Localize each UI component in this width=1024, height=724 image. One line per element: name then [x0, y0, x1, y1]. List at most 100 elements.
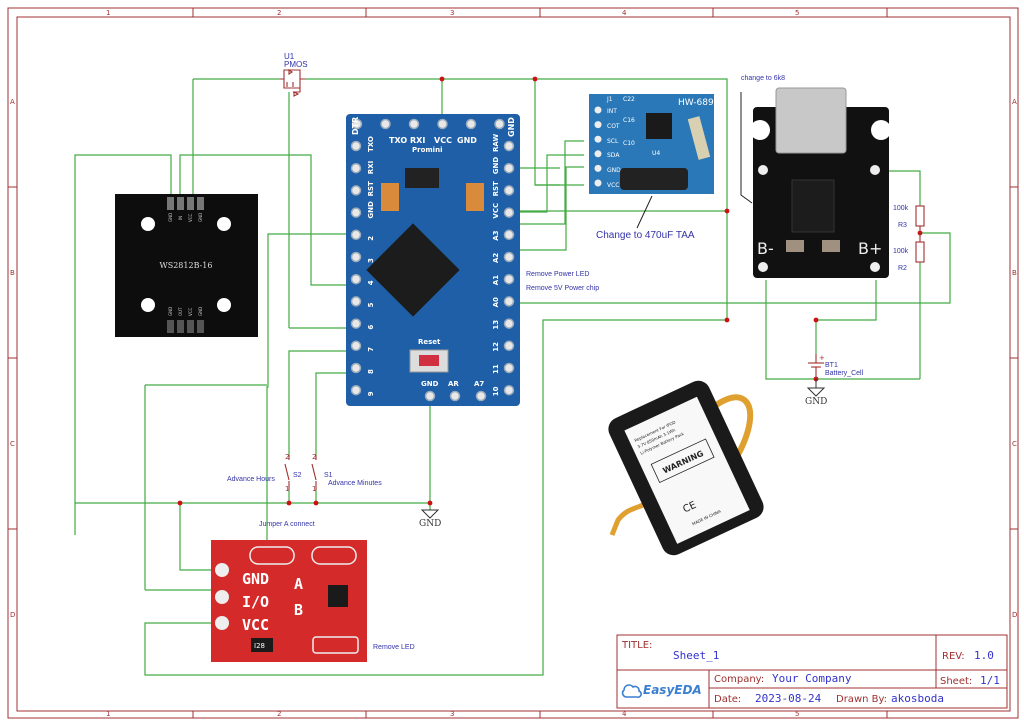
rtc-board-label: HW-689: [678, 98, 714, 108]
pin-hole: [350, 229, 362, 241]
pin-label: 11: [492, 364, 500, 374]
company-value: Your Company: [772, 672, 852, 685]
pin-label: RXI: [367, 161, 375, 174]
pin-label: TXO: [367, 136, 375, 152]
touch-pin-label-gnd: GND: [242, 570, 269, 588]
frame-col-label: 1: [106, 710, 110, 718]
pin-hole: [437, 118, 448, 130]
junction-dot: [813, 317, 819, 323]
pin-label: 3: [367, 258, 375, 263]
wire: [288, 350, 355, 455]
s1-label: Advance Minutes: [328, 480, 382, 487]
annotation-change-470uf: Change to 470uF TAA: [596, 230, 695, 241]
mount-notch: [871, 120, 891, 140]
touch-pin-label-io: I/O: [242, 593, 269, 611]
pin-label: VCC: [188, 307, 193, 316]
pad: [197, 197, 204, 210]
pin-label: OUT: [178, 307, 183, 316]
touch-sensor-module[interactable]: GND I/O VCC A B I28: [211, 540, 367, 662]
pin-hole: [503, 384, 515, 396]
pin-hole: [350, 185, 362, 196]
arduino-pro-mini[interactable]: DTR TXO RXI VCC GND GND Promini Reset GN…: [346, 114, 520, 406]
date-value: 2023-08-24: [755, 692, 822, 705]
junctions: [177, 76, 923, 506]
pin-label-txo: TXO: [389, 136, 407, 145]
mount-hole: [217, 217, 231, 231]
junction-dot: [439, 76, 445, 82]
switch-s1[interactable]: 2 1 S1 Advance Minutes: [311, 453, 382, 493]
pin-label-gnd: GND: [457, 136, 477, 145]
pad: [197, 320, 204, 333]
rtc-part-label: C22: [623, 96, 635, 103]
rtc-pin-label: GND: [607, 167, 621, 174]
company-key: Company:: [714, 674, 764, 685]
annotation-remove-power-led: Remove Power LED: [526, 271, 589, 278]
touch-pin-gnd: [215, 563, 229, 577]
switch-symbol: [311, 455, 317, 490]
switch-symbol: [284, 455, 290, 490]
touch-led: [312, 636, 359, 654]
led-matrix-ws2812b[interactable]: WS2812B-16 GND IN VCC GND GND OUT VCC GN…: [115, 194, 258, 337]
rtc-part-label: C16: [623, 117, 635, 124]
wire: [305, 78, 728, 320]
touch-resistor-mark: I28: [254, 642, 265, 650]
junction-dot: [532, 76, 538, 82]
pad: [758, 165, 768, 175]
pin-label: RST: [367, 181, 375, 196]
r2-designator: R2: [898, 265, 907, 272]
frame-col-label: 2: [277, 710, 281, 718]
pin-hole: [594, 135, 602, 143]
touch-pin-label-vcc: VCC: [242, 616, 269, 634]
s1-pin1: 1: [312, 485, 316, 493]
sheet-value: 1/1: [980, 674, 1000, 687]
svg-text:CE: CE: [681, 500, 698, 516]
pin-hole: [350, 251, 362, 263]
junction-dot: [177, 500, 183, 506]
gnd-symbol: GND: [805, 379, 827, 407]
pin-label: 9: [367, 391, 375, 396]
switch-s2[interactable]: 2 1 S2 Advance Hours: [227, 453, 302, 493]
title-block: TITLE: Sheet_1 REV: 1.0 Company: Your Co…: [616, 634, 1008, 709]
wire: [508, 166, 584, 251]
easyeda-logo: EasyEDA: [621, 683, 702, 698]
pin-hole: [503, 140, 515, 152]
battery-label: [624, 396, 750, 544]
pmos-symbol: [280, 68, 305, 97]
pad: [187, 320, 194, 333]
title-value: Sheet_1: [673, 649, 719, 662]
r2-value: 100k: [893, 248, 909, 255]
promini-pin-holes: [350, 118, 515, 402]
bt1-value: Battery_Cell: [825, 370, 864, 377]
annotation-remove-led: Remove LED: [373, 644, 415, 651]
annotation-remove-5v-chip: Remove 5V Power chip: [526, 285, 599, 292]
drawn-by-value: akosboda: [891, 692, 944, 705]
rtc-pin-label: SCL: [607, 138, 619, 145]
frame-col-label: 1: [106, 9, 110, 17]
battery-bt1[interactable]: + BT1 Battery_Cell: [808, 354, 864, 379]
rtc-pin-label: COT: [607, 123, 620, 130]
pin-hole: [465, 118, 477, 130]
rtc-module-hw689[interactable]: INT COT SCL SDA GND VCC J1 C22 C16 C10 U…: [589, 94, 714, 194]
rtc-chip: [646, 113, 672, 139]
pin-hole: [503, 185, 515, 196]
pin-label: 4: [367, 280, 375, 285]
pin-hole: [594, 150, 602, 158]
pin-hole: [594, 121, 602, 129]
pin-label-a7: A7: [474, 380, 484, 388]
pad: [187, 197, 194, 210]
jumper-a-label: A: [294, 575, 303, 593]
charger-module[interactable]: B- B+: [750, 87, 891, 278]
resistor-r3[interactable]: 100k R3: [893, 205, 925, 233]
touch-resistor: [251, 638, 273, 652]
resistor-r2[interactable]: 100k R2: [893, 233, 925, 272]
pad: [177, 320, 184, 333]
usb-connector: [775, 87, 847, 154]
pmos-u1[interactable]: U1 PMOS: [280, 52, 308, 97]
pin-label: GND: [198, 213, 203, 222]
pin-label-gnd-bottom: GND: [421, 380, 439, 388]
pin-label: A0: [492, 297, 500, 307]
rtc-pin-label: VCC: [607, 182, 619, 189]
bt1-designator: BT1: [825, 362, 838, 369]
annotation-leader-line: [740, 92, 753, 204]
